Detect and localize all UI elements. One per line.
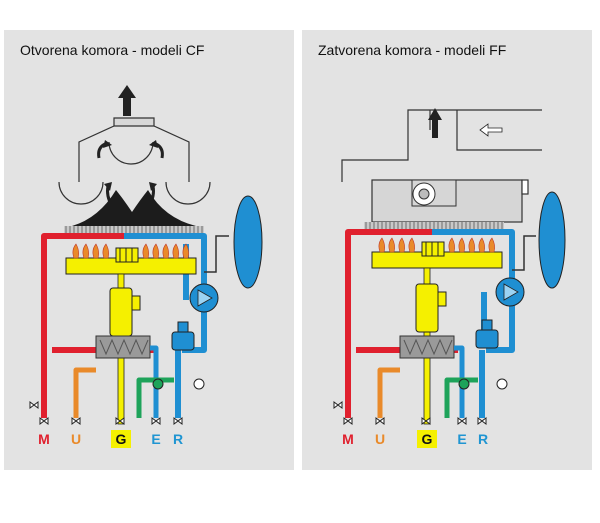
heat-exchanger — [64, 226, 204, 234]
safety-valve-icon — [333, 401, 343, 409]
plate-heat-exchanger — [399, 335, 455, 359]
flow-arrows-icon — [97, 140, 164, 207]
heat-exchanger — [364, 222, 504, 230]
label-u: U — [70, 431, 82, 447]
label-m: M — [342, 431, 354, 447]
sanitary-pipes — [73, 345, 174, 418]
panel-closed-chamber: Zatvorena komora - modeli FF — [302, 30, 592, 470]
label-g: G — [417, 430, 437, 448]
expansion-vessel-pipe — [512, 235, 536, 271]
safety-valve-icon — [29, 401, 39, 409]
expansion-vessel — [538, 191, 566, 289]
panel-title: Zatvorena komora - modeli FF — [318, 42, 507, 58]
filling-valve — [458, 378, 470, 390]
boiler-diagram-closed-chamber — [333, 108, 566, 425]
pressure-gauge-icon — [496, 378, 508, 390]
expansion-vessel-pipe — [204, 235, 229, 273]
burner — [65, 243, 197, 275]
intake-arrow-icon — [479, 123, 503, 137]
circulation-pump — [189, 283, 219, 313]
label-r: R — [477, 431, 489, 447]
draft-hood — [58, 117, 211, 205]
exhaust-arrow-icon — [428, 108, 442, 138]
diverter-valve — [475, 319, 499, 349]
filling-valve — [152, 378, 164, 390]
label-m: M — [38, 431, 50, 447]
shutoff-valves — [39, 417, 183, 425]
label-e: E — [151, 431, 161, 447]
combustion-plume — [72, 190, 196, 226]
label-g: G — [111, 430, 131, 448]
circulation-pump — [495, 277, 525, 307]
exhaust-arrow-icon — [118, 85, 136, 116]
boiler-diagram-open-chamber — [29, 85, 263, 425]
panel-title: Otvorena komora - modeli CF — [20, 42, 205, 58]
panel-open-chamber: Otvorena komora - modeli CF — [4, 30, 294, 470]
label-e: E — [457, 431, 467, 447]
diverter-valve — [171, 321, 195, 351]
plate-heat-exchanger — [95, 335, 151, 359]
label-u: U — [374, 431, 386, 447]
burner — [371, 237, 503, 269]
shutoff-valves — [343, 417, 487, 425]
fan — [411, 179, 457, 207]
label-r: R — [172, 431, 184, 447]
expansion-vessel — [233, 195, 263, 289]
pressure-gauge-icon — [193, 378, 205, 390]
